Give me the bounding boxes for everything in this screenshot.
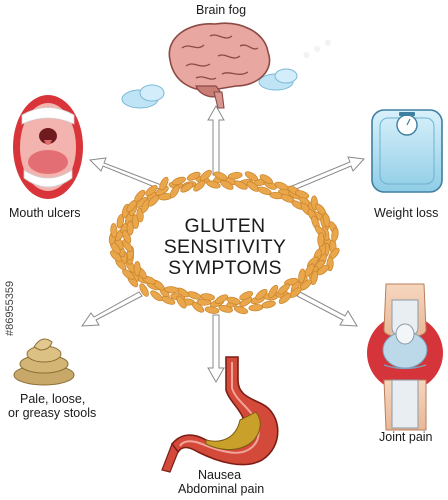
label-stools-line-2: or greasy stools xyxy=(8,406,97,420)
wheat-kernel xyxy=(171,176,186,186)
wheat-kernel xyxy=(227,172,243,180)
wheat-kernel xyxy=(206,180,221,189)
wheat-kernel xyxy=(139,283,149,297)
wheat-kernel xyxy=(141,199,150,213)
wheat-kernel xyxy=(122,239,133,253)
label-nausea: Nausea xyxy=(198,468,242,482)
wheat-kernel xyxy=(278,293,292,304)
wheat-kernel xyxy=(261,300,276,309)
stock-id: #86955359 xyxy=(4,280,16,336)
wheat-kernel xyxy=(259,174,273,185)
wheat-kernel xyxy=(150,290,163,302)
wheat-kernel xyxy=(295,190,310,199)
wheat-kernel xyxy=(255,288,268,300)
wheat-kernel xyxy=(268,284,279,299)
wheat-grain-ring xyxy=(108,169,340,315)
wheat-kernel xyxy=(204,306,220,314)
arrow-to-brain-fog xyxy=(207,104,225,176)
arrow-to-stools xyxy=(81,291,143,327)
wheat-kernel xyxy=(304,263,315,277)
wheat-kernel xyxy=(159,176,169,191)
wheat-kernel xyxy=(133,261,141,276)
wheat-kernel xyxy=(214,294,229,304)
arrow-to-weight-loss xyxy=(291,156,366,191)
wheat-kernel xyxy=(126,220,134,236)
label-abdominal-pain: Abdominal pain xyxy=(178,482,265,496)
label-mouth-ulcers: Mouth ulcers xyxy=(9,206,81,220)
wheat-kernel xyxy=(244,171,258,182)
wheat-kernel xyxy=(122,269,135,280)
stomach-icon xyxy=(161,356,279,473)
wheat-kernel xyxy=(213,171,228,181)
wheat-kernel xyxy=(186,171,201,181)
title-line-3: SYMPTOMS xyxy=(168,257,282,279)
wheat-kernel xyxy=(180,182,194,193)
wheat-kernel xyxy=(193,180,206,192)
wheat-kernel xyxy=(322,212,331,228)
wheat-kernel xyxy=(220,180,234,190)
wheat-kernel xyxy=(199,169,212,182)
wheat-kernel xyxy=(234,180,248,190)
label-brain-fog: Brain fog xyxy=(196,3,247,17)
title-line-1: GLUTEN xyxy=(184,215,266,237)
wheat-kernel xyxy=(110,223,118,238)
wheat-kernel xyxy=(233,305,249,315)
knee-joint-icon xyxy=(367,283,443,431)
wheat-kernel xyxy=(122,229,132,244)
wheat-kernel xyxy=(277,283,290,295)
arrow-to-mouth-ulcers xyxy=(88,157,165,191)
wheat-kernel xyxy=(134,189,146,202)
arrow-to-nausea xyxy=(207,314,225,384)
brain-icon xyxy=(121,22,298,109)
label-joint-pain: Joint pain xyxy=(379,430,433,444)
wheat-kernel xyxy=(248,304,264,312)
label-weight-loss: Weight loss xyxy=(374,206,439,220)
wheat-kernel xyxy=(331,227,339,242)
wheat-kernel xyxy=(145,185,158,196)
wheat-kernel xyxy=(218,305,233,313)
title-line-2: SENSITIVITY xyxy=(163,236,287,258)
bathroom-scale-icon xyxy=(371,109,443,193)
wheat-kernel xyxy=(298,268,306,284)
wheat-kernel xyxy=(147,194,160,207)
open-mouth-icon xyxy=(13,95,83,199)
center-title: GLUTEN SENSITIVITY SYMPTOMS xyxy=(150,216,300,279)
wheat-kernel xyxy=(176,295,187,309)
wheat-kernel xyxy=(239,291,254,301)
arrow-to-joint-pain xyxy=(296,291,358,327)
label-stools-line-1: Pale, loose, xyxy=(20,392,86,406)
wheat-kernel xyxy=(164,286,179,294)
wheat-kernel xyxy=(317,232,325,248)
wheat-kernel xyxy=(116,213,125,229)
wheat-kernel xyxy=(191,301,205,313)
stool-icon xyxy=(13,338,75,386)
wheat-kernel xyxy=(169,185,180,199)
wheat-kernel xyxy=(310,270,319,286)
